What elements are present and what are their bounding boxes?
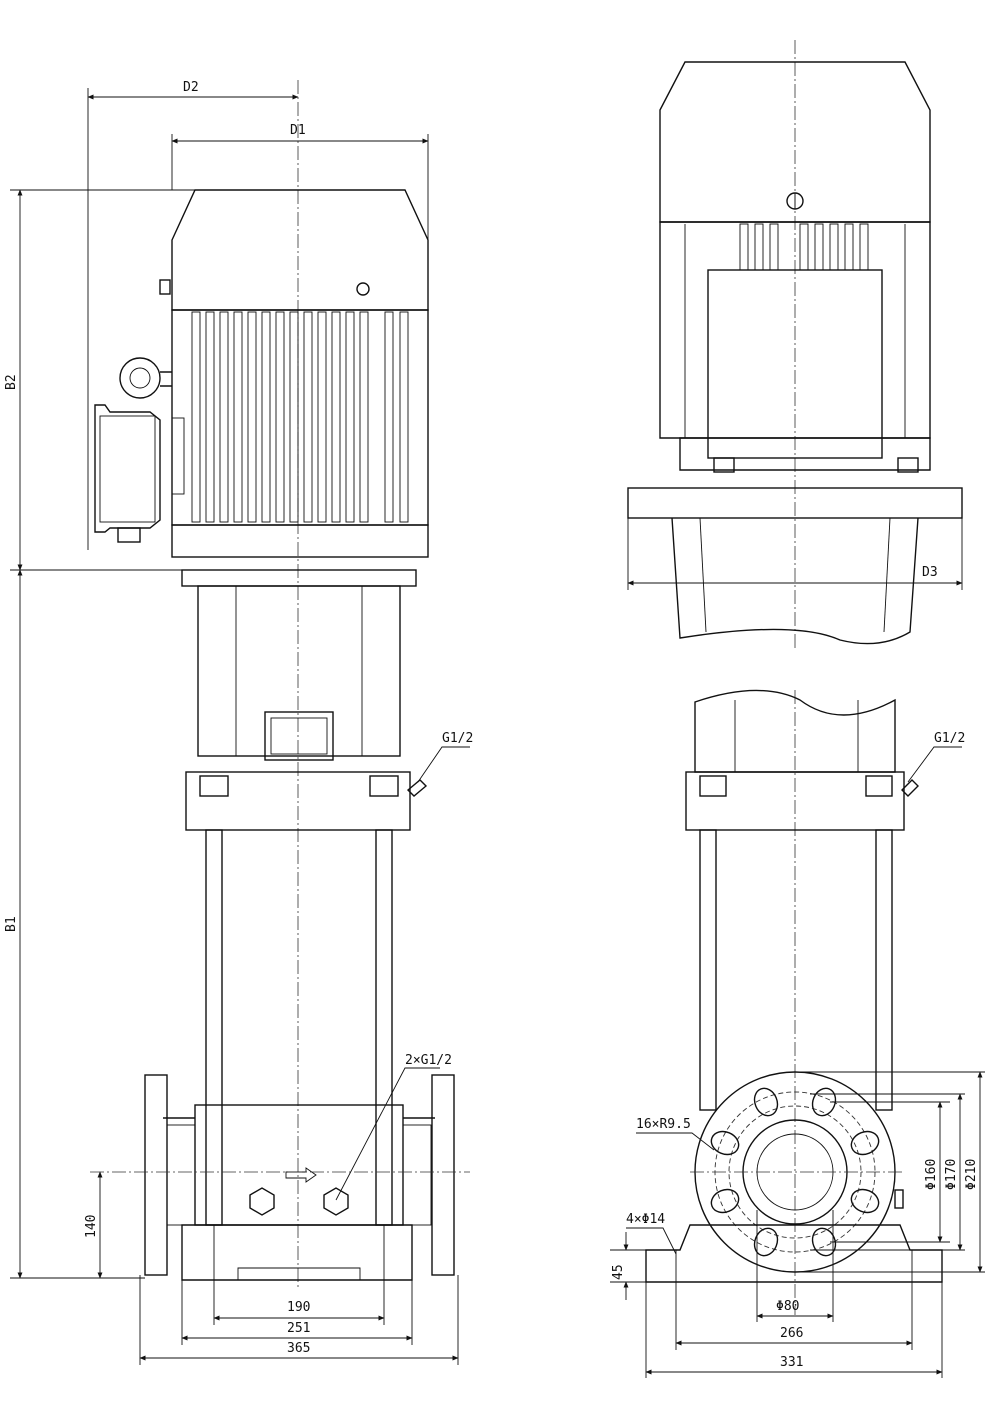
outlet-flange	[431, 1074, 455, 1276]
dim-210: Φ210	[964, 1159, 979, 1190]
motor-fins	[191, 311, 409, 523]
pump-base	[194, 1104, 404, 1226]
base-foot	[645, 1224, 943, 1283]
dim-190: 190	[287, 1300, 310, 1315]
dim-d2: D2	[183, 80, 199, 95]
side-terminal-box	[707, 269, 883, 459]
dim-45: 45	[611, 1264, 626, 1280]
adapter-flange	[181, 569, 417, 587]
motor-flange	[171, 524, 429, 558]
inlet-flange	[144, 1074, 168, 1276]
dim-365: 365	[287, 1341, 310, 1356]
motor-hood	[171, 189, 429, 311]
motor-body	[171, 309, 429, 526]
dim-b1: B1	[4, 916, 19, 932]
label-2xg12: 2×G1/2	[405, 1053, 452, 1068]
label-g12: G1/2	[442, 731, 473, 746]
dim-251: 251	[287, 1321, 310, 1336]
nameplate	[264, 711, 334, 761]
tie-rod-right	[375, 829, 393, 1226]
base-label-g12: G1/2	[934, 731, 965, 746]
dim-80: Φ80	[776, 1299, 799, 1314]
dim-b2: B2	[4, 374, 19, 390]
dim-170: Φ170	[944, 1159, 959, 1190]
flange-bolt-holes	[710, 1087, 880, 1257]
base-pump-head	[685, 771, 905, 831]
pump-foot	[181, 1224, 413, 1281]
side-view: D3	[627, 40, 963, 650]
base-lantern-break	[694, 689, 896, 773]
label-feet: 4×Φ14	[626, 1212, 665, 1227]
side-adapter-flange	[627, 487, 963, 519]
tie-rod-left	[205, 829, 223, 1226]
pump-lantern	[197, 585, 401, 757]
lifting-eye-icon	[119, 357, 161, 399]
plug-hex-icon-2	[323, 1187, 349, 1216]
flow-arrow-icon	[285, 1167, 317, 1183]
dim-d3: D3	[922, 565, 938, 580]
terminal-box	[94, 404, 161, 533]
dim-d1: D1	[290, 123, 306, 138]
hood-hole-icon	[356, 282, 370, 296]
dim-266: 266	[780, 1326, 803, 1341]
dim-140: 140	[84, 1215, 99, 1238]
front-view: D2 D1 B2 B1 140 G1/2 2×G1/2 190 251	[4, 80, 473, 1365]
plug-hex-icon	[249, 1187, 275, 1216]
dim-331: 331	[780, 1355, 803, 1370]
base-view: G1/2 16×R9.5 4×Φ14	[610, 689, 985, 1378]
pump-head	[185, 771, 411, 831]
label-bolts: 16×R9.5	[636, 1117, 691, 1132]
dim-160: Φ160	[924, 1159, 939, 1190]
